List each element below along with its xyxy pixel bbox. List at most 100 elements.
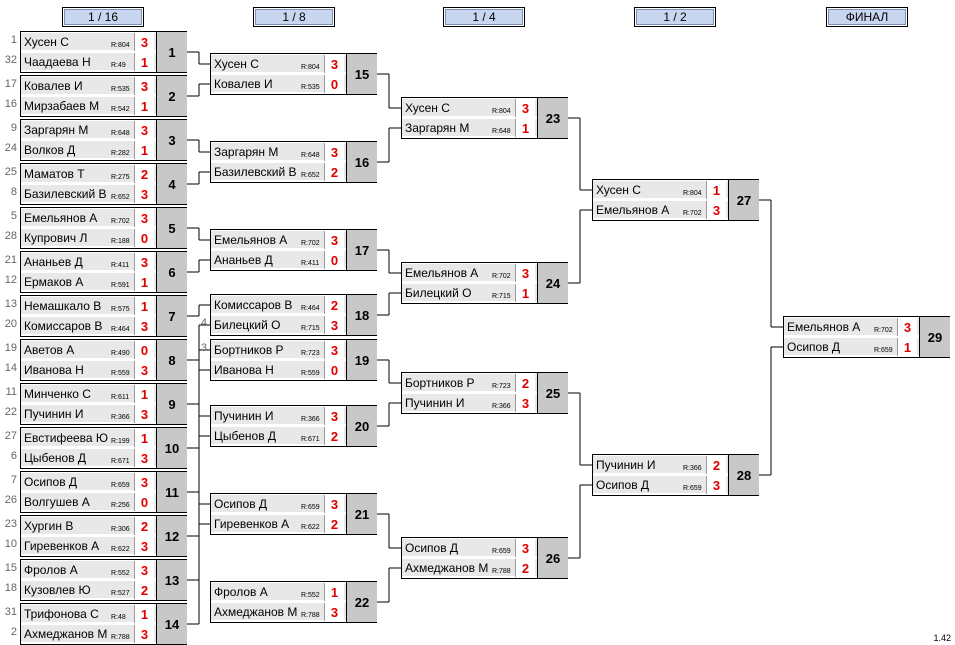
player-rating: R:648 [111, 130, 130, 137]
seed-number: 12 [4, 274, 17, 286]
seed-number: 4 [200, 317, 207, 329]
player-score: 1 [324, 583, 344, 601]
match-number: 2 [156, 76, 187, 116]
player-score: 3 [134, 405, 154, 423]
player-rating: R:464 [111, 326, 130, 333]
match-number: 22 [346, 582, 377, 622]
player-score: 0 [134, 493, 154, 511]
match-number: 17 [346, 230, 377, 270]
player-rating: R:559 [111, 370, 130, 377]
player-name: Ермаков А [24, 274, 84, 289]
player-rating: R:804 [111, 42, 130, 49]
